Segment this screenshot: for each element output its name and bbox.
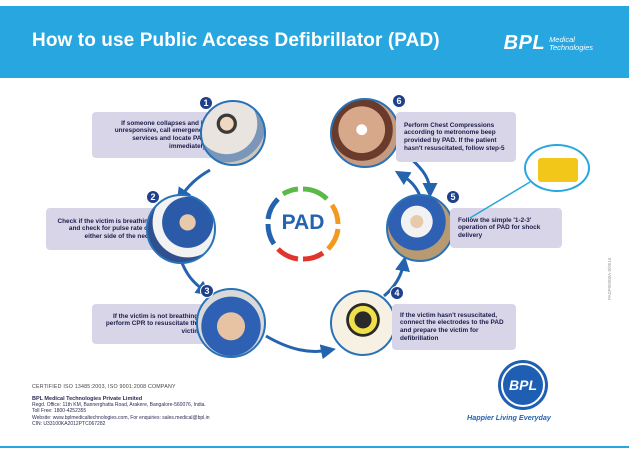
step-4-box: If the victim hasn't resuscitated, conne… — [392, 304, 516, 350]
pad-device-panel — [538, 158, 578, 182]
step-3-badge: 3 — [200, 284, 214, 298]
page-title: How to use Public Access Defibrillator (… — [32, 30, 440, 51]
arrow-5-to-6 — [394, 170, 422, 197]
pad-center-ring: PAD — [262, 183, 344, 265]
step-1-text: If someone collapses and is unresponsive… — [114, 119, 206, 150]
step-5-badge: 5 — [446, 190, 460, 204]
website-line: Website: www.bplmedicaltechnologies.com,… — [32, 414, 210, 421]
step-2-text: Check if the victim is breathing and che… — [57, 217, 152, 240]
pad-ring-graphic — [265, 186, 341, 262]
step-5-text: Follow the simple '1-2-3' operation of P… — [458, 216, 541, 239]
step-1-photo — [200, 100, 266, 166]
bpl-logo-text: BPL — [509, 377, 537, 393]
step-5-photo — [386, 194, 454, 262]
document-code: PADF05000A-0/0516 — [607, 257, 612, 300]
step-2-photo — [146, 194, 216, 264]
brand-subtitle: Medical Technologies — [549, 34, 593, 52]
step-5-box: Follow the simple '1-2-3' operation of P… — [450, 208, 562, 248]
brand-sub-line2: Technologies — [549, 42, 593, 52]
brand-sub-line1: Medical — [549, 34, 575, 44]
brand-name: BPL — [503, 32, 546, 54]
step-4-text: If the victim hasn't resuscitated, conne… — [400, 311, 504, 342]
step-2-badge: 2 — [146, 190, 160, 204]
toll-free: Toll Free: 1800-4252355 — [32, 408, 87, 415]
pad-steps-diagram: PAD If someone collapses and is unrespon… — [0, 78, 629, 378]
header-band: How to use Public Access Defibrillator (… — [0, 6, 629, 78]
certification-text: CERTIFIED ISO 13485:2003, ISO 9001:2008 … — [32, 384, 176, 390]
bpl-logo: BPL — [496, 358, 550, 412]
step-4-badge: 4 — [390, 286, 404, 300]
brand-logo: BPL Medical Technologies — [504, 32, 593, 55]
pad-device-callout — [524, 144, 590, 192]
pad-label: PAD — [281, 211, 325, 234]
step-6-box: Perform Chest Compressions according to … — [396, 112, 516, 162]
step-6-photo — [330, 98, 400, 168]
office-address: Regd. Office: 11th KM, Bannerghatta Road… — [32, 402, 206, 408]
step-6-badge: 6 — [392, 94, 406, 108]
step-6-text: Perform Chest Compressions according to … — [404, 121, 505, 152]
bpl-logo-icon — [498, 360, 548, 410]
footer-info: CERTIFIED ISO 13485:2003, ISO 9001:2008 … — [32, 384, 432, 427]
cin-line: CIN: U33100KA2012PTC067282 — [32, 420, 106, 427]
arrow-3-to-4 — [265, 334, 336, 360]
step-2-box: Check if the victim is breathing and che… — [46, 208, 160, 250]
step-3-text: If the victim is not breathing, perform … — [105, 312, 200, 335]
step-1-badge: 1 — [199, 96, 213, 110]
arrow-4-to-5 — [383, 256, 410, 298]
bottom-rule — [0, 446, 629, 448]
step-1-box: If someone collapses and is unresponsive… — [92, 112, 214, 158]
tagline: Happier Living Everyday — [467, 413, 551, 422]
company-name: BPL Medical Technologies Private Limited — [32, 396, 143, 402]
step-4-photo — [330, 290, 396, 356]
step-3-box: If the victim is not breathing, perform … — [92, 304, 208, 344]
step-3-photo — [196, 288, 266, 358]
